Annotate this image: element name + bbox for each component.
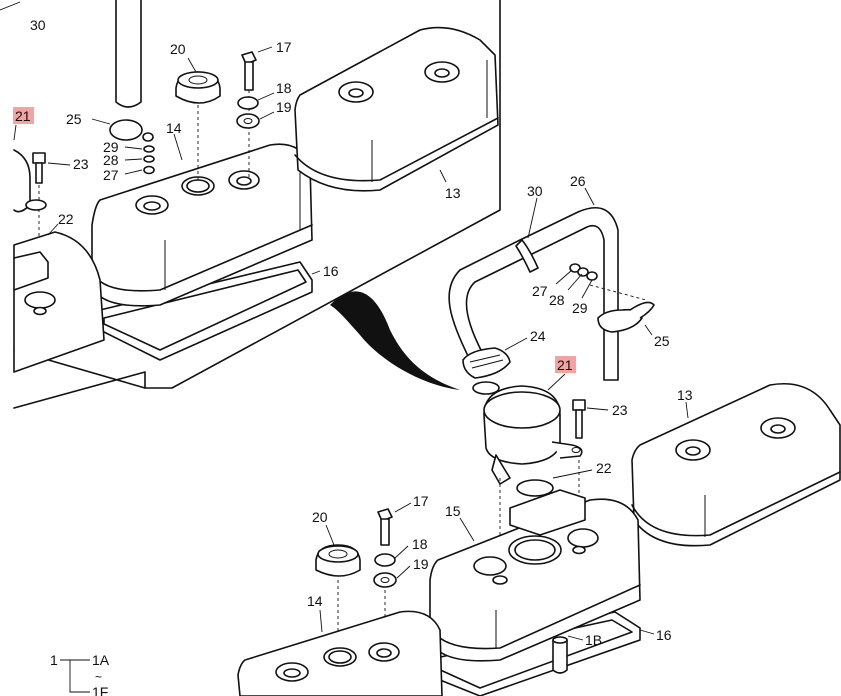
callout-21-highlight: [555, 356, 576, 373]
callout-24: 24: [530, 328, 546, 344]
callout-13: 13: [677, 387, 693, 403]
callout-14: 14: [307, 593, 323, 609]
callout-21-inset-highlight: [13, 107, 34, 124]
callout-18: 18: [412, 536, 428, 552]
legend-first: 1A: [92, 652, 110, 668]
callout-13-inset: 13: [445, 185, 461, 201]
callout-21-inset: 21: [15, 108, 31, 124]
valve-cover-part-14-inset: [91, 143, 313, 307]
o-ring-part-22: [516, 479, 554, 497]
callout-29: 29: [572, 300, 588, 316]
valve-cover-part-15: [429, 489, 641, 662]
callout-17: 17: [413, 493, 429, 509]
washer-part-19: [373, 572, 397, 588]
callout-28: 28: [549, 292, 565, 308]
washer-part-19-inset: [236, 113, 260, 129]
callout-22-inset: 22: [58, 211, 74, 227]
oil-cap-part-20-inset: [175, 71, 221, 180]
nut-part-27-inset: [143, 165, 155, 175]
callout-20: 20: [312, 509, 328, 525]
washer-part-28-inset: [143, 155, 155, 163]
callout-labels: 30 20 17 18 19 21 25 14 29 28 27 23 22 1…: [13, 17, 693, 648]
callout-23-inset: 23: [73, 156, 89, 172]
dowel-pin-part-1B: [552, 636, 568, 674]
callout-22: 22: [596, 460, 612, 476]
callout-28-inset: 28: [103, 152, 119, 168]
callout-19: 19: [413, 556, 429, 572]
callout-19-inset: 19: [276, 99, 292, 115]
clamp-part-25-inset: [109, 119, 154, 142]
valve-cover-part-13-inset: [294, 26, 499, 192]
callout-27-inset: 27: [103, 167, 119, 183]
callout-20-inset: 20: [170, 41, 186, 57]
legend-root: 1: [50, 652, 58, 668]
breather-part-21: [483, 385, 583, 580]
callout-27: 27: [532, 283, 548, 299]
callout-30: 30: [527, 183, 543, 199]
tube-part-30-inset: [115, 0, 142, 108]
callout-16-inset: 16: [323, 263, 339, 279]
legend-last: 1F: [92, 684, 108, 696]
callout-15: 15: [445, 503, 461, 519]
inset-panel: [13, 0, 501, 409]
callout-1B: 1B: [585, 632, 602, 648]
hose-part-26: [448, 207, 619, 381]
washer-part-29-inset: [143, 145, 155, 153]
callout-29-inset: 29: [103, 139, 119, 155]
callout-26: 26: [570, 173, 586, 189]
legend-tilde: ~: [95, 670, 102, 684]
callout-21: 21: [557, 357, 573, 373]
callout-17-inset: 17: [276, 39, 292, 55]
callout-16: 16: [656, 627, 672, 643]
valve-cover-part-13: [631, 383, 841, 547]
callout-25-inset: 25: [66, 111, 82, 127]
callout-18-inset: 18: [276, 80, 292, 96]
clamp-part-25: [589, 284, 655, 333]
view-pointer-arrow: [330, 291, 460, 390]
valve-cover-part-14: [237, 610, 443, 696]
washer-part-28: [577, 267, 589, 277]
washer-part-18-inset: [237, 96, 259, 110]
washer-part-18: [374, 553, 396, 567]
callout-25: 25: [654, 333, 670, 349]
clamp-part-24: [462, 347, 511, 395]
valve-cover-part-15-inset: [13, 231, 105, 373]
breather-part-21-inset: [13, 149, 47, 213]
callout-14-inset: 14: [166, 120, 182, 136]
bolt-part-23: [572, 399, 586, 439]
leader-lines: [0, 1, 689, 693]
washer-part-29: [586, 271, 598, 281]
oil-cap-part-20: [315, 544, 361, 650]
callout-23: 23: [612, 402, 628, 418]
callout-30-inset: 30: [30, 17, 46, 33]
assembly-legend: 1 1A ~ 1F: [50, 652, 110, 696]
